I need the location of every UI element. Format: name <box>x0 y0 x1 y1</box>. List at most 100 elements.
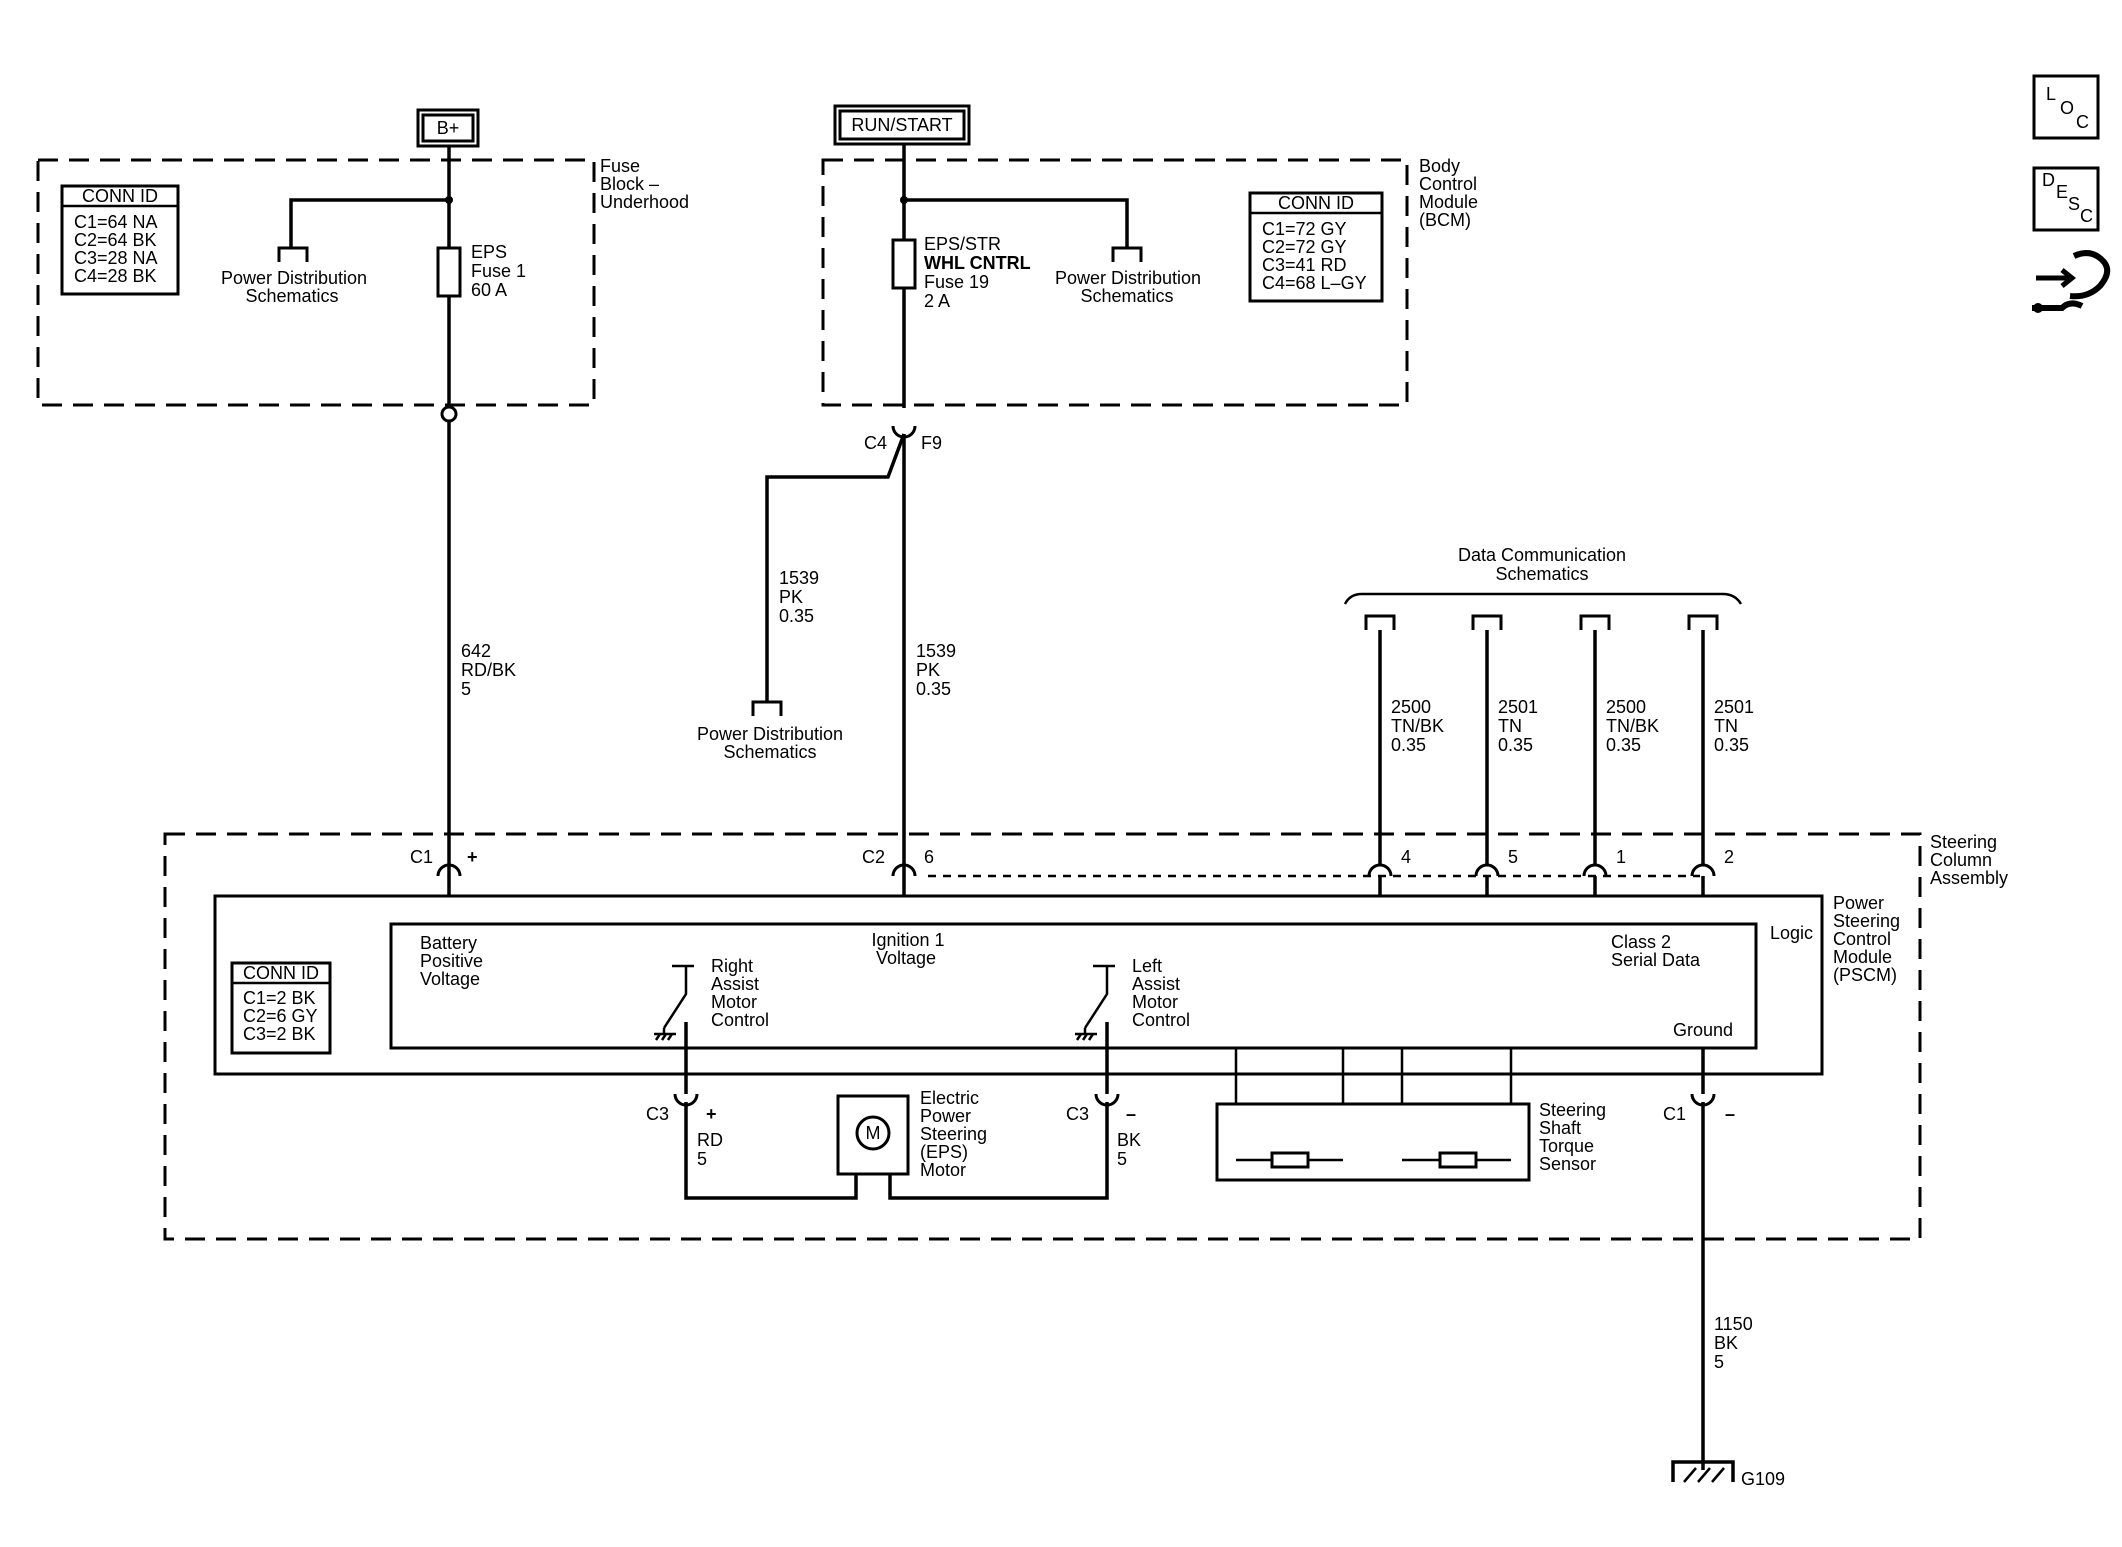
svg-text:PK: PK <box>916 660 940 680</box>
svg-text:Fuse 19: Fuse 19 <box>924 272 989 292</box>
svg-text:BK: BK <box>1117 1130 1141 1150</box>
svg-text:1: 1 <box>1616 847 1626 867</box>
left-assist-motor-control-switch: Left Assist Motor Control <box>1075 956 1190 1094</box>
wire-642-label: 642 RD/BK 5 <box>461 641 516 699</box>
svg-text:EPS/STR: EPS/STR <box>924 234 1001 254</box>
svg-text:0.35: 0.35 <box>1714 735 1749 755</box>
svg-text:Schematics: Schematics <box>1080 286 1173 306</box>
svg-text:C2=72 GY: C2=72 GY <box>1262 237 1347 257</box>
svg-text:Right: Right <box>711 956 753 976</box>
svg-text:C1=64 NA: C1=64 NA <box>74 212 158 232</box>
svg-text:CONN ID: CONN ID <box>82 186 158 206</box>
steering-column-title: Steering Column Assembly <box>1930 832 2008 888</box>
svg-text:Assist: Assist <box>711 974 759 994</box>
svg-text:C3=41 RD: C3=41 RD <box>1262 255 1347 275</box>
svg-text:Power Distribution: Power Distribution <box>221 268 367 288</box>
svg-text:C2=6 GY: C2=6 GY <box>243 1006 318 1026</box>
svg-text:Data Communication: Data Communication <box>1458 545 1626 565</box>
svg-text:2 A: 2 A <box>924 291 950 311</box>
ground-g109: G109 <box>1671 1460 1785 1489</box>
c2-data-pins: 4 5 1 2 <box>1367 847 1734 877</box>
svg-text:TN/BK: TN/BK <box>1606 716 1659 736</box>
svg-text:0.35: 0.35 <box>1391 735 1426 755</box>
svg-text:Sensor: Sensor <box>1539 1154 1596 1174</box>
svg-text:C4: C4 <box>864 433 887 453</box>
data-communication-bracket <box>1343 592 1743 605</box>
svg-text:1539: 1539 <box>779 568 819 588</box>
svg-text:Steering: Steering <box>1833 911 1900 931</box>
svg-text:F9: F9 <box>921 433 942 453</box>
eps-motor: M Electric Power Steering (EPS) Motor <box>836 1088 987 1180</box>
svg-text:Fuse: Fuse <box>600 156 640 176</box>
svg-text:Module: Module <box>1833 947 1892 967</box>
svg-text:Power Distribution: Power Distribution <box>697 724 843 744</box>
svg-text:2: 2 <box>1724 847 1734 867</box>
eps-str-whl-cntrl-fuse-19: EPS/STR WHL CNTRL Fuse 19 2 A <box>891 234 1031 311</box>
right-assist-motor-control-switch: Right Assist Motor Control <box>654 956 769 1094</box>
svg-text:2500: 2500 <box>1606 697 1646 717</box>
svg-text:–: – <box>1725 1104 1735 1124</box>
wire-2500-tnbk-label-a: 2500 TN/BK 0.35 <box>1391 697 1444 755</box>
svg-text:PK: PK <box>779 587 803 607</box>
loc-icon[interactable]: L O C <box>2032 74 2100 140</box>
svg-text:Power Distribution: Power Distribution <box>1055 268 1201 288</box>
wire-2501-tn-label-a: 2501 TN 0.35 <box>1498 697 1538 755</box>
c2-connector: C2 6 <box>862 847 934 877</box>
fuse-block-title: Fuse Block – Underhood <box>600 156 689 212</box>
data-comm-connectors <box>1364 614 1719 630</box>
svg-text:1150: 1150 <box>1714 1314 1753 1334</box>
svg-text:(PSCM): (PSCM) <box>1833 965 1897 985</box>
svg-text:2500: 2500 <box>1391 697 1431 717</box>
svg-text:5: 5 <box>461 679 471 699</box>
svg-text:EPS: EPS <box>471 242 507 262</box>
svg-text:TN/BK: TN/BK <box>1391 716 1444 736</box>
wire-2500-tnbk-label-b: 2500 TN/BK 0.35 <box>1606 697 1659 755</box>
wire-1539-label: 1539 PK 0.35 <box>916 641 956 699</box>
svg-text:642: 642 <box>461 641 491 661</box>
eps-fuse-1: EPS Fuse 1 60 A <box>436 242 526 300</box>
svg-text:B+: B+ <box>437 118 460 138</box>
ground-label: Ground <box>1673 1020 1733 1040</box>
wire-1150-label: 1150 BK 5 <box>1714 1314 1753 1372</box>
mid-power-distribution: Power Distribution Schematics <box>697 700 843 762</box>
wire-rd-5 <box>684 1102 858 1200</box>
svg-text:Assembly: Assembly <box>1930 868 2008 888</box>
svg-text:Control: Control <box>1833 929 1891 949</box>
svg-text:C3=2 BK: C3=2 BK <box>243 1024 316 1044</box>
svg-text:Schematics: Schematics <box>723 742 816 762</box>
c3-left-connector: C3 + <box>646 1093 717 1124</box>
svg-text:(BCM): (BCM) <box>1419 210 1471 230</box>
connector-hand-icon[interactable] <box>2032 250 2111 313</box>
svg-text:5: 5 <box>697 1149 707 1169</box>
svg-text:0.35: 0.35 <box>1498 735 1533 755</box>
svg-text:C4=28 BK: C4=28 BK <box>74 266 157 286</box>
svg-text:C2=64 BK: C2=64 BK <box>74 230 157 250</box>
svg-text:Schematics: Schematics <box>1495 564 1588 584</box>
bcm-conn-id-table: CONN ID C1=72 GY C2=72 GY C3=41 RD C4=68… <box>1248 191 1384 303</box>
svg-text:Motor: Motor <box>1132 992 1178 1012</box>
svg-text:L: L <box>2046 84 2056 104</box>
svg-text:RUN/START: RUN/START <box>851 115 952 135</box>
svg-text:Voltage: Voltage <box>420 969 480 989</box>
svg-text:CONN ID: CONN ID <box>1278 193 1354 213</box>
svg-text:(EPS): (EPS) <box>920 1142 968 1162</box>
steering-column-boundary <box>163 832 1922 1241</box>
svg-text:TN: TN <box>1714 716 1738 736</box>
desc-icon[interactable]: D E S C <box>2032 166 2100 232</box>
svg-text:Class 2: Class 2 <box>1611 932 1671 952</box>
svg-text:RD/BK: RD/BK <box>461 660 516 680</box>
svg-text:Electric: Electric <box>920 1088 979 1108</box>
svg-text:C3: C3 <box>646 1104 669 1124</box>
svg-text:Voltage: Voltage <box>876 948 936 968</box>
svg-text:Fuse 1: Fuse 1 <box>471 261 526 281</box>
battery-source: B+ <box>416 108 480 148</box>
c3-right-connector: C3 – <box>1066 1093 1136 1124</box>
svg-text:C3=28 NA: C3=28 NA <box>74 248 158 268</box>
wire-bk-5-label: BK 5 <box>1117 1130 1141 1169</box>
wire-rd-5-label: RD 5 <box>697 1130 723 1169</box>
svg-text:Control: Control <box>711 1010 769 1030</box>
wire-1539-branch-label: 1539 PK 0.35 <box>779 568 819 626</box>
run-start-source: RUN/START <box>833 104 971 146</box>
svg-text:C: C <box>2080 206 2093 226</box>
